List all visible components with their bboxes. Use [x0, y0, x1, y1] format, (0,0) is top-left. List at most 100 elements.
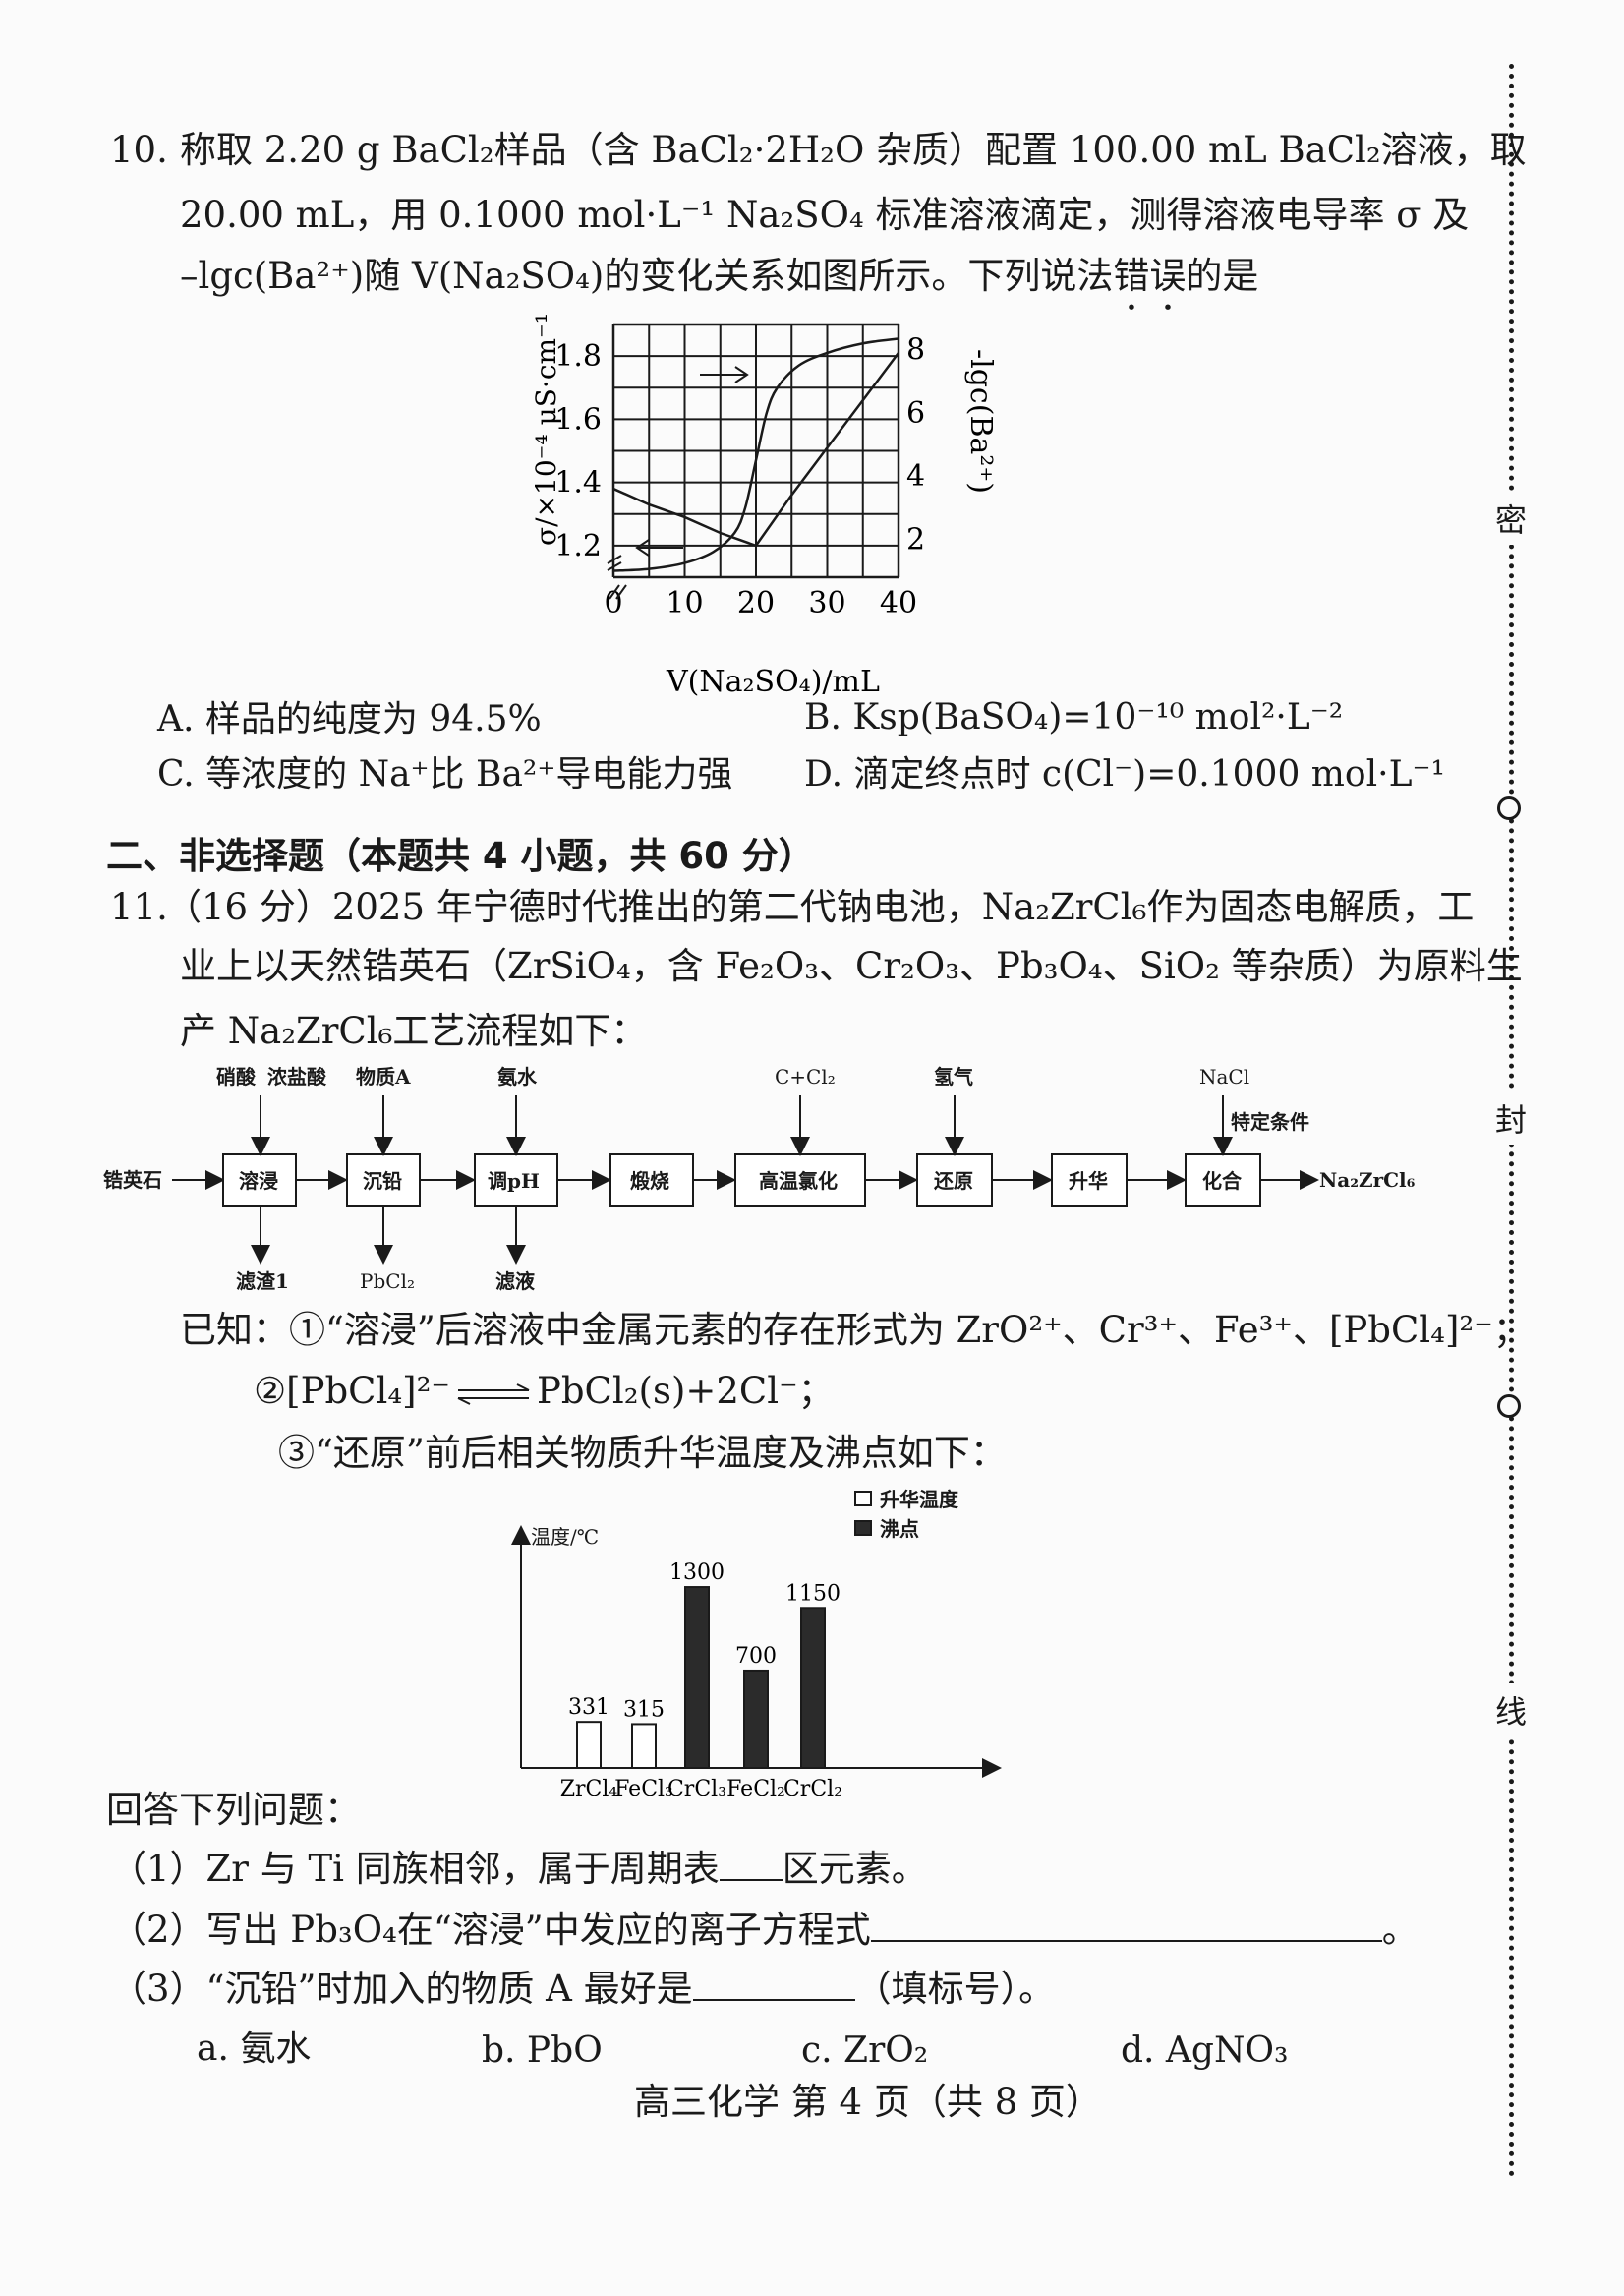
y-right-tick-label: 6 — [906, 396, 925, 431]
bar-1 — [631, 1723, 657, 1770]
flow-step-calcine-label: 煅烧 — [630, 1169, 669, 1193]
series-line-sigma — [612, 352, 899, 548]
chart-grid — [611, 323, 900, 579]
flow-input-special-condition: 特定条件 — [1231, 1110, 1309, 1134]
y-right-tick-label: 2 — [906, 522, 925, 557]
series-line-lgc — [612, 337, 899, 572]
q11-choice-b: b. PbO — [482, 2031, 603, 2071]
axis-break-marks — [607, 555, 627, 600]
arrow-left-indicator — [635, 539, 683, 557]
flow-step-dissolve-label: 溶浸 — [239, 1169, 278, 1193]
q10-line1: 称取 2.20 g BaCl₂样品（含 BaCl₂·2H₂O 杂质）配置 100… — [180, 129, 1527, 171]
q10-line2: 20.00 mL，用 0.1000 mol·L⁻¹ Na₂SO₄ 标准溶液滴定，… — [180, 194, 1470, 236]
q11-known2-left: ②[PbCl₄]²⁻ — [254, 1370, 450, 1412]
q11-choice-c: c. ZrO₂ — [801, 2031, 929, 2071]
q10-number: 10. — [110, 129, 168, 171]
bar-value-label: 315 — [623, 1697, 665, 1722]
flow-end-label: Na₂ZrCl₆ — [1319, 1168, 1416, 1192]
x-tick-label: 40 — [880, 586, 917, 620]
answer-intro: 回答下列问题： — [106, 1789, 361, 1831]
q11-part2: （2）写出 Pb₃O₄在“溶浸”中发应的离子方程式 。 — [110, 1908, 1419, 1953]
q11-part3-text: （3）“沉铅”时加入的物质 A 最好是 — [110, 1968, 693, 2010]
q11-part1-tail: 区元素。 — [782, 1848, 928, 1890]
q11-part1-blank[interactable] — [719, 1850, 783, 1881]
q11-number: 11. — [110, 886, 168, 928]
bar-value-label: 700 — [735, 1644, 777, 1669]
bar-value-label: 331 — [568, 1695, 609, 1720]
q11-line1: （16 分）2025 年宁德时代推出的第二代钠电池，Na₂ZrCl₆作为固态电解… — [165, 886, 1475, 928]
margin-xian: 线 — [1495, 1683, 1528, 1737]
bar-category-label: FeCl₃ — [614, 1777, 673, 1801]
q11-part1-text: （1）Zr 与 Ti 同族相邻，属于周期表 — [110, 1848, 720, 1890]
q11-known1: 已知：①“溶浸”后溶液中金属元素的存在形式为 ZrO²⁺、Cr³⁺、Fe³⁺、[… — [180, 1309, 1530, 1351]
flow-input-nitric-acid: 硝酸 — [216, 1065, 257, 1089]
q10-option-c: C. 等浓度的 Na⁺比 Ba²⁺导电能力强 — [157, 754, 733, 795]
bar-chart-ylabel: 温度/℃ — [531, 1525, 599, 1549]
process-flowchart: 锆英石 溶浸 沉铅 调pH 煅烧 高温氯化 还原 升华 化合 Na₂ZrCl₆ … — [103, 1065, 1416, 1293]
bar-category-label: FeCl₂ — [726, 1777, 785, 1801]
flow-input-c-cl2: C+Cl₂ — [775, 1065, 836, 1089]
flow-step-combine-label: 化合 — [1202, 1169, 1243, 1193]
x-tick-label: 0 — [604, 586, 622, 620]
flow-input-hydrogen: 氢气 — [934, 1065, 973, 1089]
q11-part3-tail: （填标号）。 — [854, 1968, 1056, 2010]
flow-step-adjust-ph — [474, 1153, 558, 1207]
bar-category-label: ZrCl₄ — [560, 1777, 618, 1801]
flow-input-hcl: 浓盐酸 — [267, 1065, 327, 1089]
chart-ylabel-left: σ/×10⁻⁴ μS·cm⁻¹ — [530, 313, 562, 546]
y-right-tick-label: 8 — [906, 333, 925, 368]
margin-circle-1 — [1497, 796, 1521, 820]
q11-choice-d: d. AgNO₃ — [1121, 2031, 1289, 2071]
flow-step-chlorinate-label: 高温氯化 — [759, 1169, 838, 1193]
bar-value-label: 1150 — [785, 1581, 841, 1606]
q11-part3-blank[interactable] — [692, 1970, 855, 2001]
bar-category-label: CrCl₂ — [783, 1777, 842, 1801]
flow-step-sublime — [1051, 1153, 1128, 1207]
q10-line3: –lgc(Ba²⁺)随 V(Na₂SO₄)的变化关系如图所示。下列说法错误的是 — [180, 254, 1258, 319]
flow-output-pbcl2: PbCl₂ — [360, 1269, 415, 1293]
bar-2 — [684, 1586, 710, 1769]
legend-boiling-swatch — [854, 1520, 872, 1536]
q10-option-d: D. 滴定终点时 c(Cl⁻)=0.1000 mol·L⁻¹ — [804, 754, 1445, 795]
legend-boiling-label: 沸点 — [880, 1517, 919, 1541]
section2-title: 二、非选择题（本题共 4 小题，共 60 分） — [106, 835, 815, 877]
flow-step-precipitate-lead-label: 沉铅 — [363, 1169, 402, 1193]
q10-option-b: B. Ksp(BaSO₄)=10⁻¹⁰ mol²·L⁻² — [804, 697, 1344, 737]
q10-line3-a: –lgc(Ba²⁺)随 V(Na₂SO₄)的变化关系如图所示。下列说法 — [180, 255, 1114, 297]
flow-input-nacl: NaCl — [1199, 1065, 1249, 1089]
flow-step-calcine — [609, 1153, 694, 1207]
margin-circle-2 — [1497, 1394, 1521, 1418]
q10-line3-c: 的是 — [1186, 255, 1259, 297]
x-tick-label: 30 — [808, 586, 845, 620]
y-right-tick-label: 4 — [906, 459, 925, 494]
flow-output-filtrate: 滤液 — [495, 1269, 536, 1293]
y-left-tick-label: 1.2 — [554, 529, 602, 563]
bar-value-label: 1300 — [669, 1560, 725, 1585]
q11-part2-tail: 。 — [1381, 1909, 1419, 1951]
arrow-right-indicator — [700, 366, 749, 383]
q11-known2-right: PbCl₂(s)+2Cl⁻； — [536, 1370, 835, 1412]
y-left-tick-label: 1.4 — [554, 466, 602, 500]
bar-4 — [800, 1607, 826, 1769]
q10-option-a: A. 样品的纯度为 94.5% — [157, 699, 542, 739]
q11-part2-text: （2）写出 Pb₃O₄在“溶浸”中发应的离子方程式 — [110, 1909, 871, 1951]
q10-emphasis-wrong: 错误 — [1113, 255, 1187, 297]
q11-part1: （1）Zr 与 Ti 同族相邻，属于周期表 区元素。 — [110, 1847, 928, 1892]
flow-input-ammonia: 氨水 — [497, 1065, 538, 1089]
q11-line3: 产 Na₂ZrCl₆工艺流程如下： — [180, 1010, 648, 1052]
chart-xlabel: V(Na₂SO₄)/mL — [666, 665, 880, 699]
q11-known2: ②[PbCl₄]²⁻ PbCl₂(s)+2Cl⁻； — [254, 1369, 835, 1414]
flow-start-label: 锆英石 — [103, 1168, 162, 1192]
q11-part2-blank[interactable] — [870, 1911, 1382, 1942]
q11-known3: ③“还原”前后相关物质升华温度及沸点如下： — [278, 1432, 1007, 1474]
x-tick-label: 10 — [666, 586, 703, 620]
flow-input-substance-a: 物质A — [356, 1065, 411, 1089]
bar-0 — [576, 1721, 602, 1769]
chart-ylabel-right: -lgc(Ba²⁺) — [963, 349, 998, 494]
q11-part3: （3）“沉铅”时加入的物质 A 最好是 （填标号）。 — [110, 1967, 1055, 2012]
bar-category-label: CrCl₃ — [667, 1777, 726, 1801]
legend-sublimation-label: 升华温度 — [880, 1488, 959, 1511]
